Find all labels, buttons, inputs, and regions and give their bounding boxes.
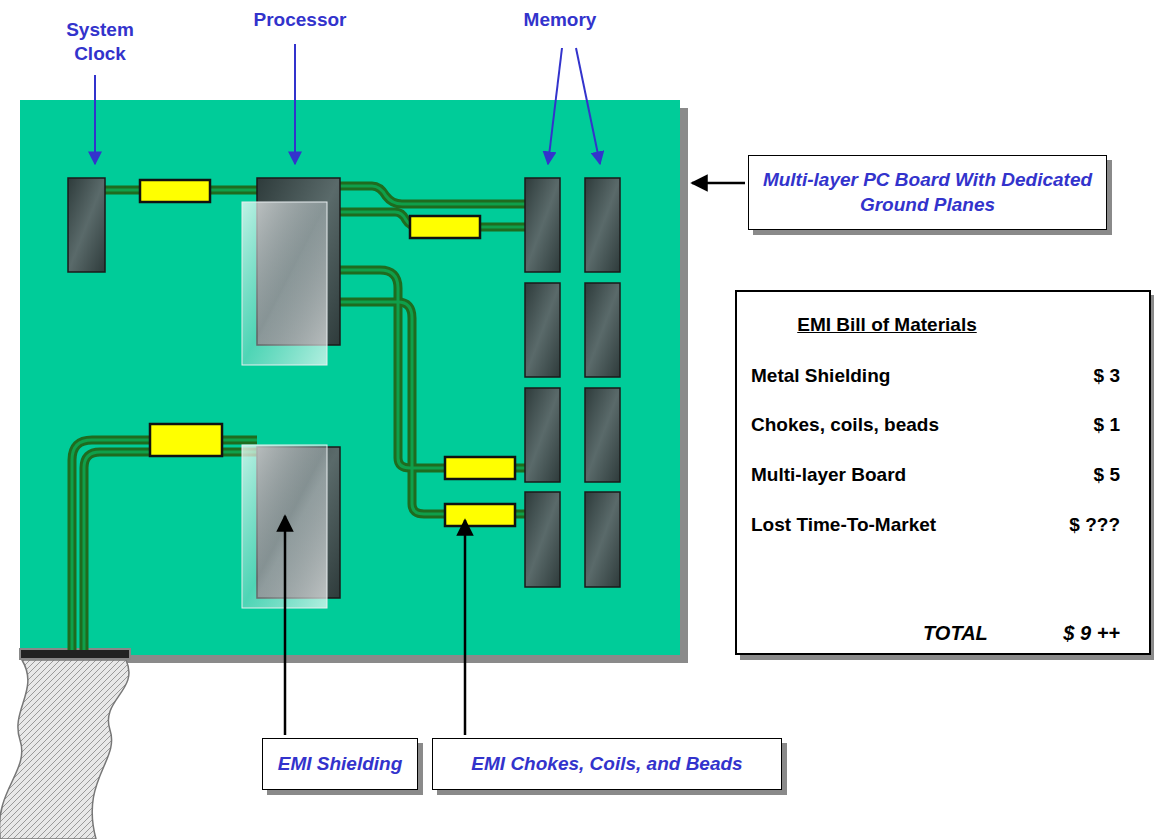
callout-text: EMI Chokes, Coils, and Beads — [471, 752, 742, 777]
part-label: Memory — [500, 8, 620, 32]
table-item: TOTAL — [923, 622, 988, 645]
callout-text: EMI Shielding — [278, 752, 403, 777]
callout-arrows — [285, 183, 745, 735]
callout-box: Multi-layer PC Board With Dedicated Grou… — [748, 155, 1107, 230]
ribbon-cable — [0, 660, 129, 839]
chips — [68, 178, 620, 598]
callout-text: Multi-layer PC Board With Dedicated Grou… — [759, 168, 1096, 217]
traces — [72, 186, 525, 650]
table-price: $ 1 — [1094, 414, 1120, 436]
table-item: Multi-layer Board — [751, 464, 906, 486]
part-label: Processor — [230, 8, 370, 32]
emi-shield — [242, 202, 327, 365]
table-price: $ 3 — [1094, 365, 1120, 387]
table-item: Lost Time-To-Market — [751, 514, 936, 536]
pc-board — [20, 100, 680, 655]
table-price: $ ??? — [1069, 514, 1120, 536]
clock-chip — [68, 178, 105, 272]
part-label: System Clock — [50, 18, 150, 66]
emi-chokes — [140, 180, 515, 526]
table-item: Chokes, coils, beads — [751, 414, 939, 436]
bill-of-materials-table: EMI Bill of MaterialsMetal Shielding $ 3 C… — [735, 290, 1151, 655]
callout-box: EMI Chokes, Coils, and Beads — [432, 738, 782, 790]
table-title: EMI Bill of Materials — [797, 314, 976, 336]
table-price: $ 9 ++ — [1063, 622, 1120, 645]
table-item: Metal Shielding — [751, 365, 890, 387]
callout-box: EMI Shielding — [262, 738, 418, 790]
leader-arrows — [95, 44, 600, 164]
table-price: $ 5 — [1094, 464, 1120, 486]
cable-connector — [20, 649, 130, 659]
